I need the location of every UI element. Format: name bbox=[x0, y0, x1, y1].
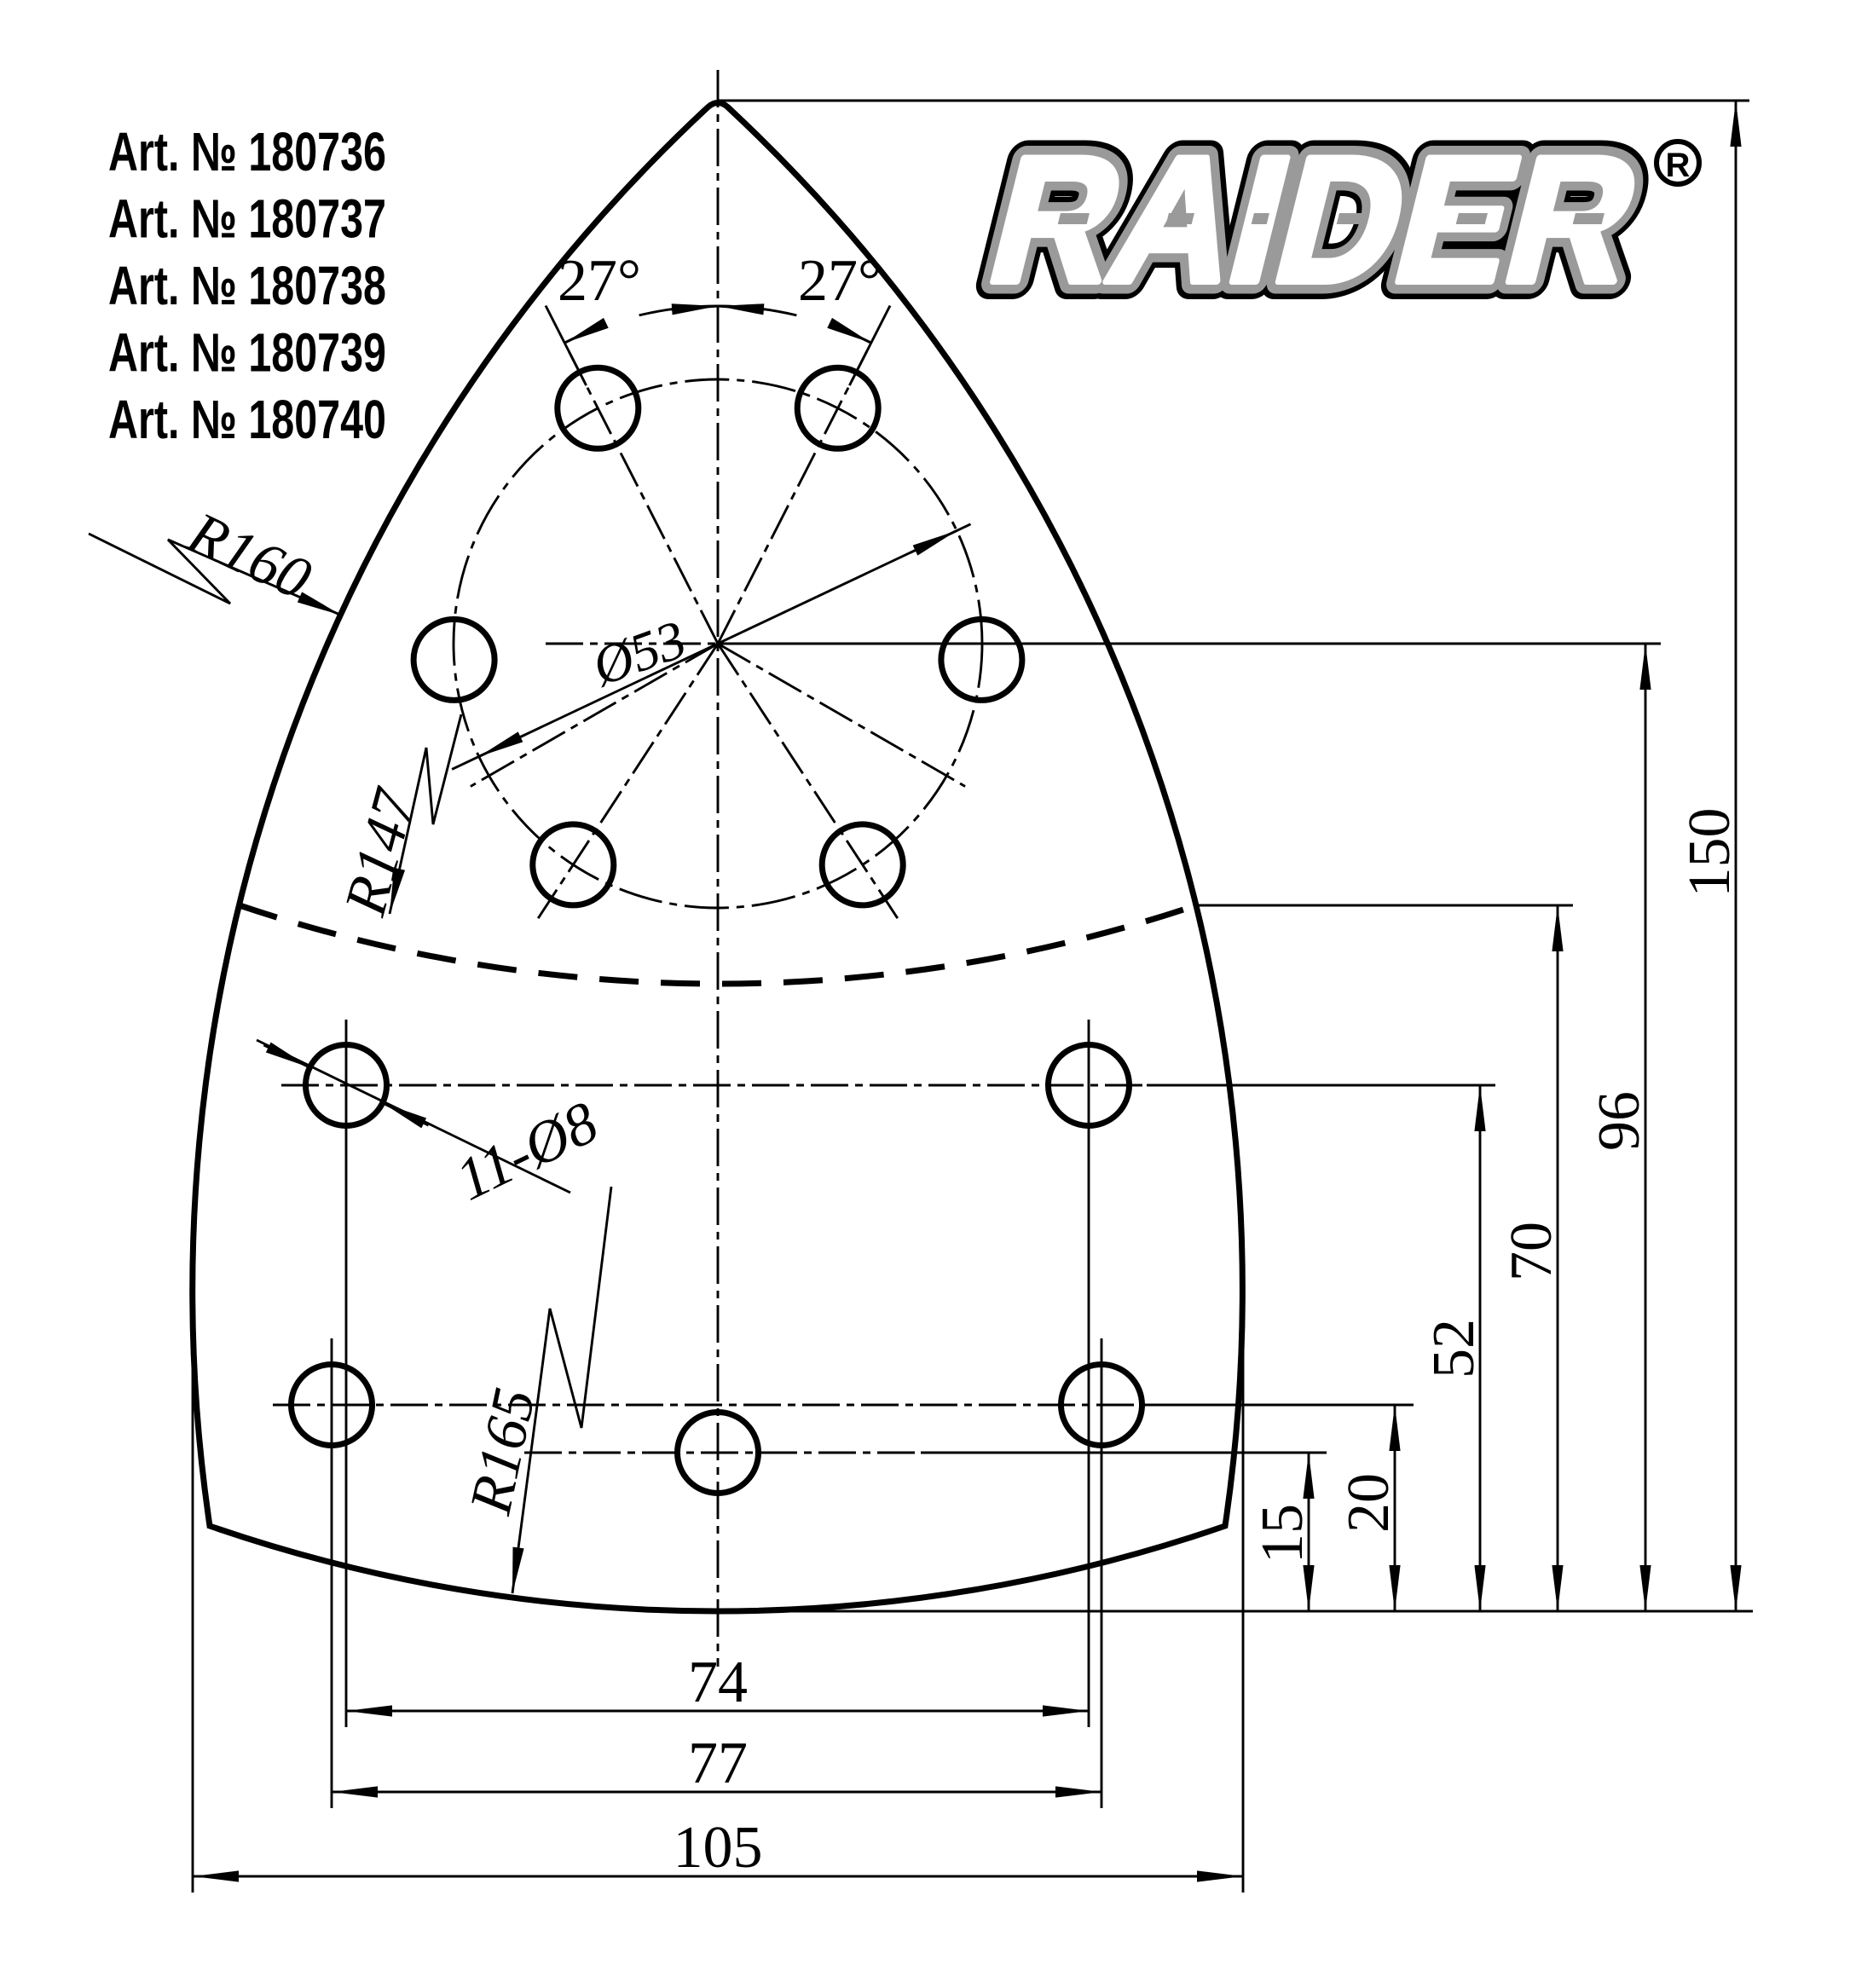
svg-text:74: 74 bbox=[688, 1650, 748, 1715]
svg-text:105: 105 bbox=[674, 1815, 763, 1881]
svg-text:27°: 27° bbox=[558, 248, 641, 314]
svg-text:96: 96 bbox=[1587, 1091, 1652, 1151]
svg-text:52: 52 bbox=[1421, 1319, 1487, 1378]
svg-text:R: R bbox=[1666, 147, 1691, 184]
svg-text:Art. № 180738: Art. № 180738 bbox=[108, 255, 386, 316]
svg-text:Art. № 180739: Art. № 180739 bbox=[108, 322, 386, 384]
svg-text:70: 70 bbox=[1499, 1222, 1564, 1281]
svg-text:Art. № 180737: Art. № 180737 bbox=[108, 188, 386, 250]
svg-text:Art. № 180740: Art. № 180740 bbox=[108, 389, 386, 450]
svg-text:77: 77 bbox=[688, 1731, 748, 1796]
svg-text:Art. № 180736: Art. № 180736 bbox=[108, 121, 386, 182]
svg-text:27°: 27° bbox=[798, 248, 882, 314]
svg-text:15: 15 bbox=[1250, 1504, 1315, 1563]
svg-text:150: 150 bbox=[1677, 808, 1743, 898]
svg-text:20: 20 bbox=[1336, 1473, 1402, 1533]
